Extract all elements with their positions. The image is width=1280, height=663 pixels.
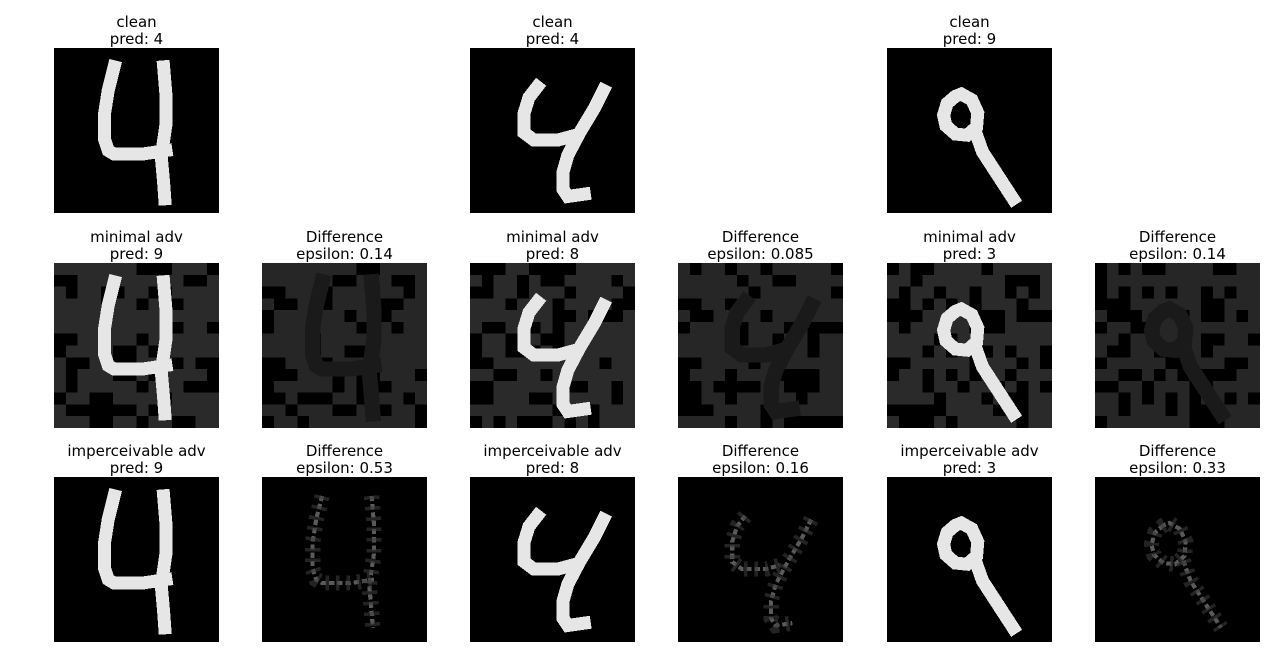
digit-image [1095,263,1260,428]
panel-title-sub: epsilon: 0.14 [296,245,393,263]
panel-title-sub: pred: 9 [942,30,997,48]
panel-title-sub: epsilon: 0.33 [1129,459,1226,477]
panel-title-sub: pred: 3 [942,459,997,477]
panel-title-main: clean [116,13,157,31]
digit-image [887,48,1052,213]
panel-title-main: Difference [305,442,384,460]
digit-image [470,48,635,213]
panel-title-sub: pred: 8 [525,459,580,477]
panel-title-sub: epsilon: 0.085 [707,245,814,263]
panel-title-main: Difference [1138,442,1217,460]
panel-title-sub: pred: 4 [109,30,164,48]
panel-title-main: minimal adv [90,228,183,246]
panel-title-main: minimal adv [923,228,1016,246]
digit-image [470,477,635,642]
digit-image [678,477,843,642]
digit-image [54,263,219,428]
panel-title-sub: pred: 9 [109,245,164,263]
panel-title-main: clean [949,13,990,31]
digit-image [54,477,219,642]
digit-image [262,263,427,428]
panel-title-main: Difference [721,442,800,460]
digit-image [470,263,635,428]
panel-title-sub: pred: 4 [525,30,580,48]
panel-title-main: Difference [1138,228,1217,246]
panel-title-sub: epsilon: 0.16 [712,459,809,477]
panel-title-main: Difference [305,228,384,246]
digit-image [678,263,843,428]
digit-image [1095,477,1260,642]
panel-title-sub: pred: 9 [109,459,164,477]
digit-image [887,263,1052,428]
panel-title-main: imperceivable adv [67,442,206,460]
panel-title-sub: epsilon: 0.53 [296,459,393,477]
panel-title-main: imperceivable adv [483,442,622,460]
panel-title-main: clean [532,13,573,31]
digit-image [262,477,427,642]
panel-title-sub: pred: 3 [942,245,997,263]
panel-title-main: minimal adv [506,228,599,246]
panel-title-main: imperceivable adv [900,442,1039,460]
digit-image [54,48,219,213]
digit-image [887,477,1052,642]
panel-title-sub: epsilon: 0.14 [1129,245,1226,263]
panel-title-sub: pred: 8 [525,245,580,263]
panel-title-main: Difference [721,228,800,246]
